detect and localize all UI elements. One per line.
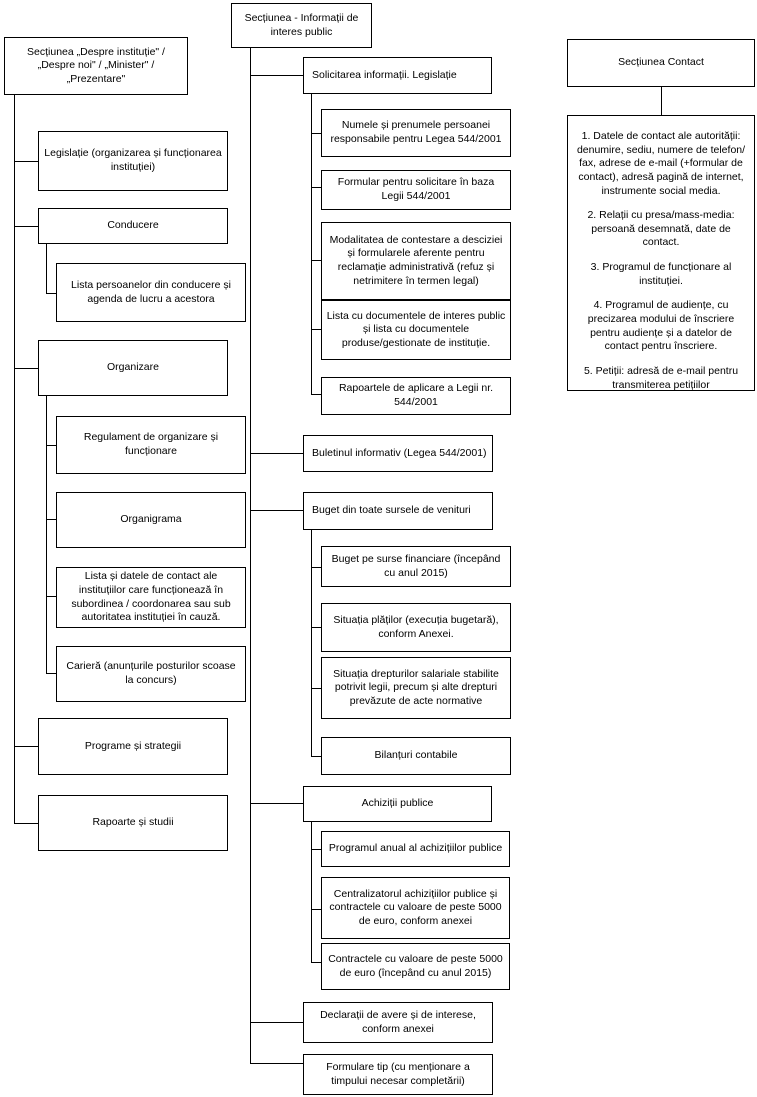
node-contact-title: Secțiunea Contact [567, 39, 755, 87]
connector [46, 519, 56, 520]
node-buget: Buget din toate sursele de venituri [303, 492, 493, 530]
node-contact-details: 1. Datele de contact ale autorității: de… [567, 115, 755, 391]
node-drepturi-salariale: Situația drepturilor salariale stabilite… [321, 657, 511, 719]
connector [250, 453, 303, 454]
connector [311, 133, 321, 134]
connector [311, 530, 312, 756]
connector [250, 1063, 303, 1064]
connector [250, 803, 303, 804]
node-regulament: Regulament de organizare și funcționare [56, 416, 246, 474]
node-organizare: Organizare [38, 340, 228, 396]
connector [14, 368, 38, 369]
contact-item: 1. Datele de contact ale autorității: de… [576, 130, 746, 197]
connector [311, 329, 321, 330]
node-despre-title: Secțiunea „Despre instituție" / „Despre … [4, 37, 188, 95]
connector [311, 756, 321, 757]
connector [661, 87, 662, 115]
connector [46, 596, 56, 597]
node-formulare-tip: Formulare tip (cu menționare a timpului … [303, 1054, 493, 1095]
connector [14, 746, 38, 747]
node-contestare: Modalitatea de contestare a desciziei și… [321, 222, 511, 300]
connector [311, 849, 321, 850]
connector [311, 688, 321, 689]
connector [311, 909, 321, 910]
connector [311, 394, 321, 395]
node-buletin: Buletinul informativ (Legea 544/2001) [303, 435, 493, 472]
connector [14, 95, 15, 823]
connector [250, 48, 251, 1063]
connector [311, 260, 321, 261]
node-formular-solicitare: Formular pentru solicitare în baza Legii… [321, 170, 511, 210]
connector [14, 161, 38, 162]
contact-item: 2. Relații cu presa/mass-media: persoană… [587, 209, 735, 249]
contact-item: 5. Petiții: adresă de e-mail pentru tran… [583, 364, 739, 391]
node-achizitii: Achiziții publice [303, 786, 492, 822]
connector [250, 510, 303, 511]
node-buget-surse: Buget pe surse financiare (începând cu a… [321, 546, 511, 587]
node-declaratii: Declarații de avere și de interese, conf… [303, 1002, 493, 1043]
connector [311, 962, 321, 963]
connector [250, 75, 303, 76]
node-institutii-subordine: Lista și datele de contact ale instituți… [56, 567, 246, 628]
node-cariera: Carieră (anunțurile posturilor scoase la… [56, 646, 246, 702]
node-programe: Programe și strategii [38, 718, 228, 775]
node-program-achizitii: Programul anual al achizițiilor publice [321, 831, 510, 867]
node-lista-conducere: Lista persoanelor din conducere și agend… [56, 263, 246, 322]
node-informatii-title: Secțiunea - Informații de interes public [231, 3, 372, 48]
connector [311, 627, 321, 628]
node-bilanturi: Bilanțuri contabile [321, 737, 511, 775]
connector [311, 822, 312, 962]
node-rapoarte: Rapoarte și studii [38, 795, 228, 851]
node-situatia-platilor: Situația plăților (execuția bugetară), c… [321, 603, 511, 652]
connector [311, 94, 312, 394]
node-contractele: Contractele cu valoare de peste 5000 de … [321, 943, 510, 990]
connector [311, 187, 321, 188]
node-responsabil: Numele și prenumele persoanei responsabi… [321, 109, 511, 157]
node-centralizator: Centralizatorul achizițiilor publice și … [321, 877, 510, 939]
contact-item: 3. Programul de funcționare al instituți… [590, 261, 732, 287]
node-rapoartele-aplicare: Rapoartele de aplicare a Legii nr. 544/2… [321, 377, 511, 415]
node-conducere: Conducere [38, 208, 228, 244]
node-lista-documente: Lista cu documentele de interes public ș… [321, 300, 511, 360]
connector [250, 1022, 303, 1023]
node-legislatie: Legislație (organizarea și funcționarea … [38, 131, 228, 191]
connector [46, 396, 47, 673]
connector [46, 445, 56, 446]
connector [311, 567, 321, 568]
connector [46, 293, 56, 294]
node-organigrama: Organigrama [56, 492, 246, 548]
connector [46, 673, 56, 674]
connector [46, 244, 47, 293]
connector [14, 823, 38, 824]
connector [14, 226, 38, 227]
node-solicitarea: Solicitarea informații. Legislație [303, 57, 492, 94]
contact-item: 4. Programul de audiențe, cu precizarea … [587, 299, 735, 353]
